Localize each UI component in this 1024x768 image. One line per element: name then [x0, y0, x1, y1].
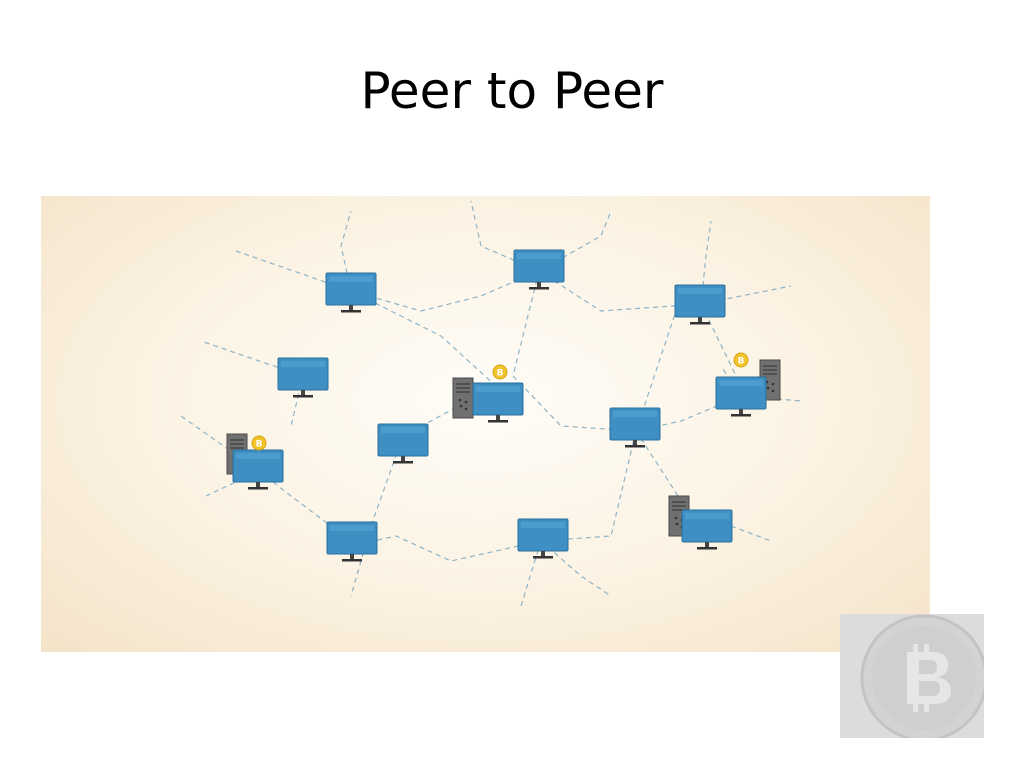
- peer-node: [513, 249, 565, 290]
- peer-node: [326, 521, 378, 562]
- miner-node: [452, 364, 524, 423]
- network-illustration: B: [41, 196, 930, 652]
- peer-node: [609, 407, 661, 448]
- peer-node: [517, 518, 569, 559]
- slide-title: Peer to Peer: [360, 62, 664, 120]
- peer-node: [674, 284, 726, 325]
- peer-node: [325, 272, 377, 313]
- miner-node: [668, 495, 733, 550]
- bitcoin-badge: [840, 614, 984, 738]
- peer-node: [277, 357, 329, 398]
- network-diagram: B: [180, 200, 802, 607]
- miner-node: [226, 433, 284, 490]
- miner-node: [715, 352, 781, 417]
- bitcoin-logo-icon: [860, 614, 984, 738]
- peer-node: [377, 423, 429, 464]
